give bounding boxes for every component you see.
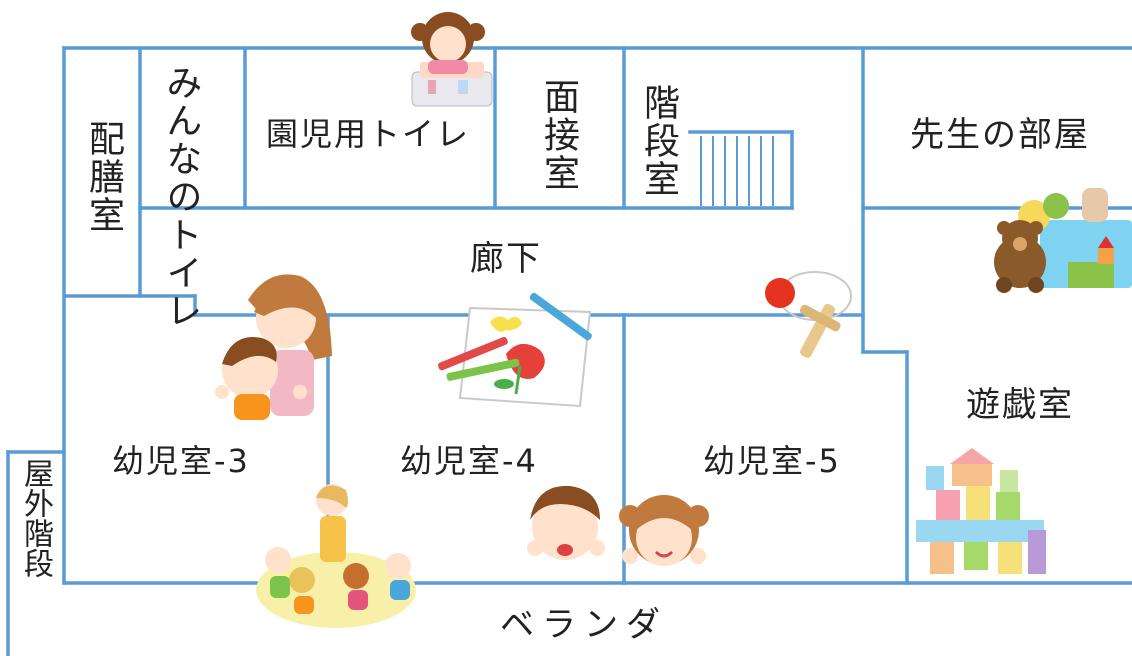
crayon-drawing-icon	[438, 292, 592, 408]
stair-treads	[700, 136, 774, 206]
cheering-boy-icon	[527, 485, 605, 560]
teddy-bear-toybox-icon	[994, 188, 1132, 293]
girl-washing-hands-icon	[411, 12, 493, 107]
room-label-youji-3: 幼児室-3	[112, 442, 250, 480]
room-label-youji-5: 幼児室-5	[703, 442, 841, 480]
room-label-enji-toilet: 園児用トイレ	[266, 115, 471, 153]
toy-blocks-icon	[916, 448, 1046, 574]
room-label-kaidan: 階段室	[638, 84, 679, 198]
room-label-minna-toilet: みんなのトイレ	[160, 64, 202, 330]
room-label-veranda: ベランダ	[500, 605, 668, 645]
room-label-mensetsu: 面接室	[538, 78, 579, 192]
room-label-sensei: 先生の部屋	[910, 115, 1090, 155]
teacher-with-children-icon	[256, 484, 416, 628]
room-label-youji-4: 幼児室-4	[400, 442, 538, 480]
room-label-rouka: 廊下	[470, 239, 542, 279]
cheering-girl-icon	[619, 495, 709, 566]
room-label-yuugi: 遊戯室	[966, 385, 1074, 425]
kendama-icon	[765, 271, 852, 358]
room-label-haizen: 配膳室	[83, 120, 124, 234]
teacher-hugging-child-icon	[215, 274, 332, 420]
room-label-okugai-kaidan: 屋外階段	[18, 458, 53, 578]
